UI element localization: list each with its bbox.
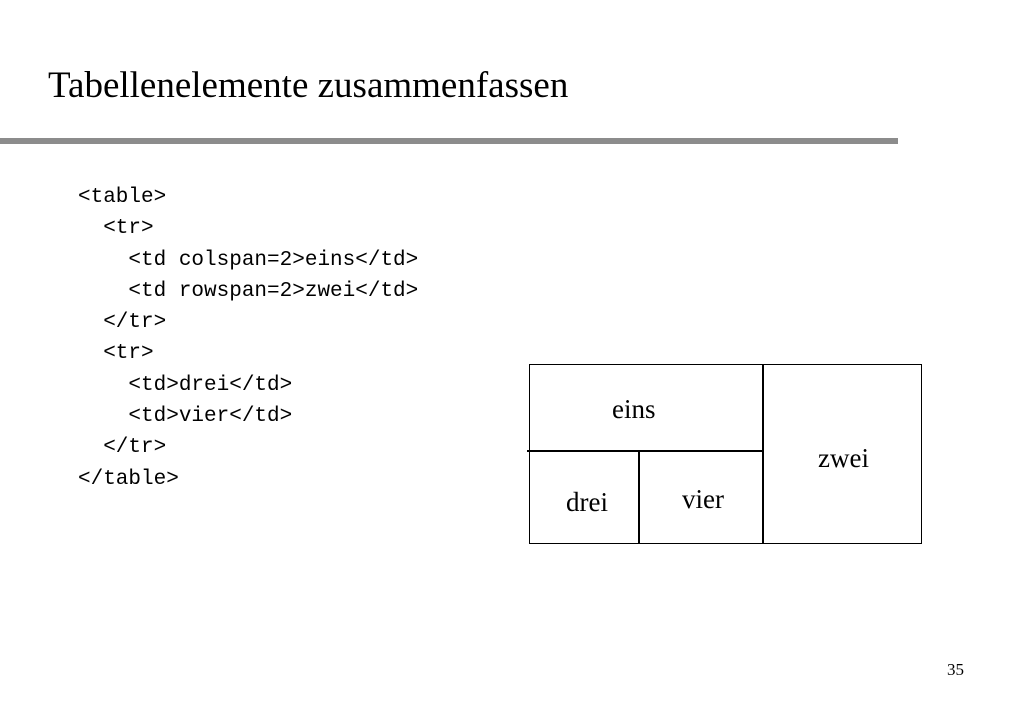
code-line: <table> [78,186,167,209]
code-line: <tr> [78,342,154,366]
table-cell-drei: drei [566,487,608,517]
code-line: <td colspan=2>eins</td> [78,248,419,272]
table-cell-eins: eins [612,394,656,424]
title-divider [0,138,898,144]
code-line: <td rowspan=2>zwei</td> [78,279,419,303]
code-line: </table> [78,467,179,491]
code-line: <td>drei</td> [78,373,293,397]
code-line: <td>vier</td> [78,405,293,429]
code-example: <table> <tr> <td colspan=2>eins</td> <td… [78,182,418,495]
code-line: </tr> [78,311,167,335]
example-table: eins zwei drei vier [527,364,922,544]
table-cell-divider [638,451,640,544]
table-cell-vier: vier [682,484,724,514]
code-line: </tr> [78,436,167,460]
page-number: 35 [947,660,964,679]
code-line: <tr> [78,217,154,241]
slide-title: Tabellenelemente zusammenfassen [48,65,569,106]
table-row-divider [527,450,764,452]
table-cell-zwei: zwei [818,443,869,473]
table-column-divider [762,365,764,543]
